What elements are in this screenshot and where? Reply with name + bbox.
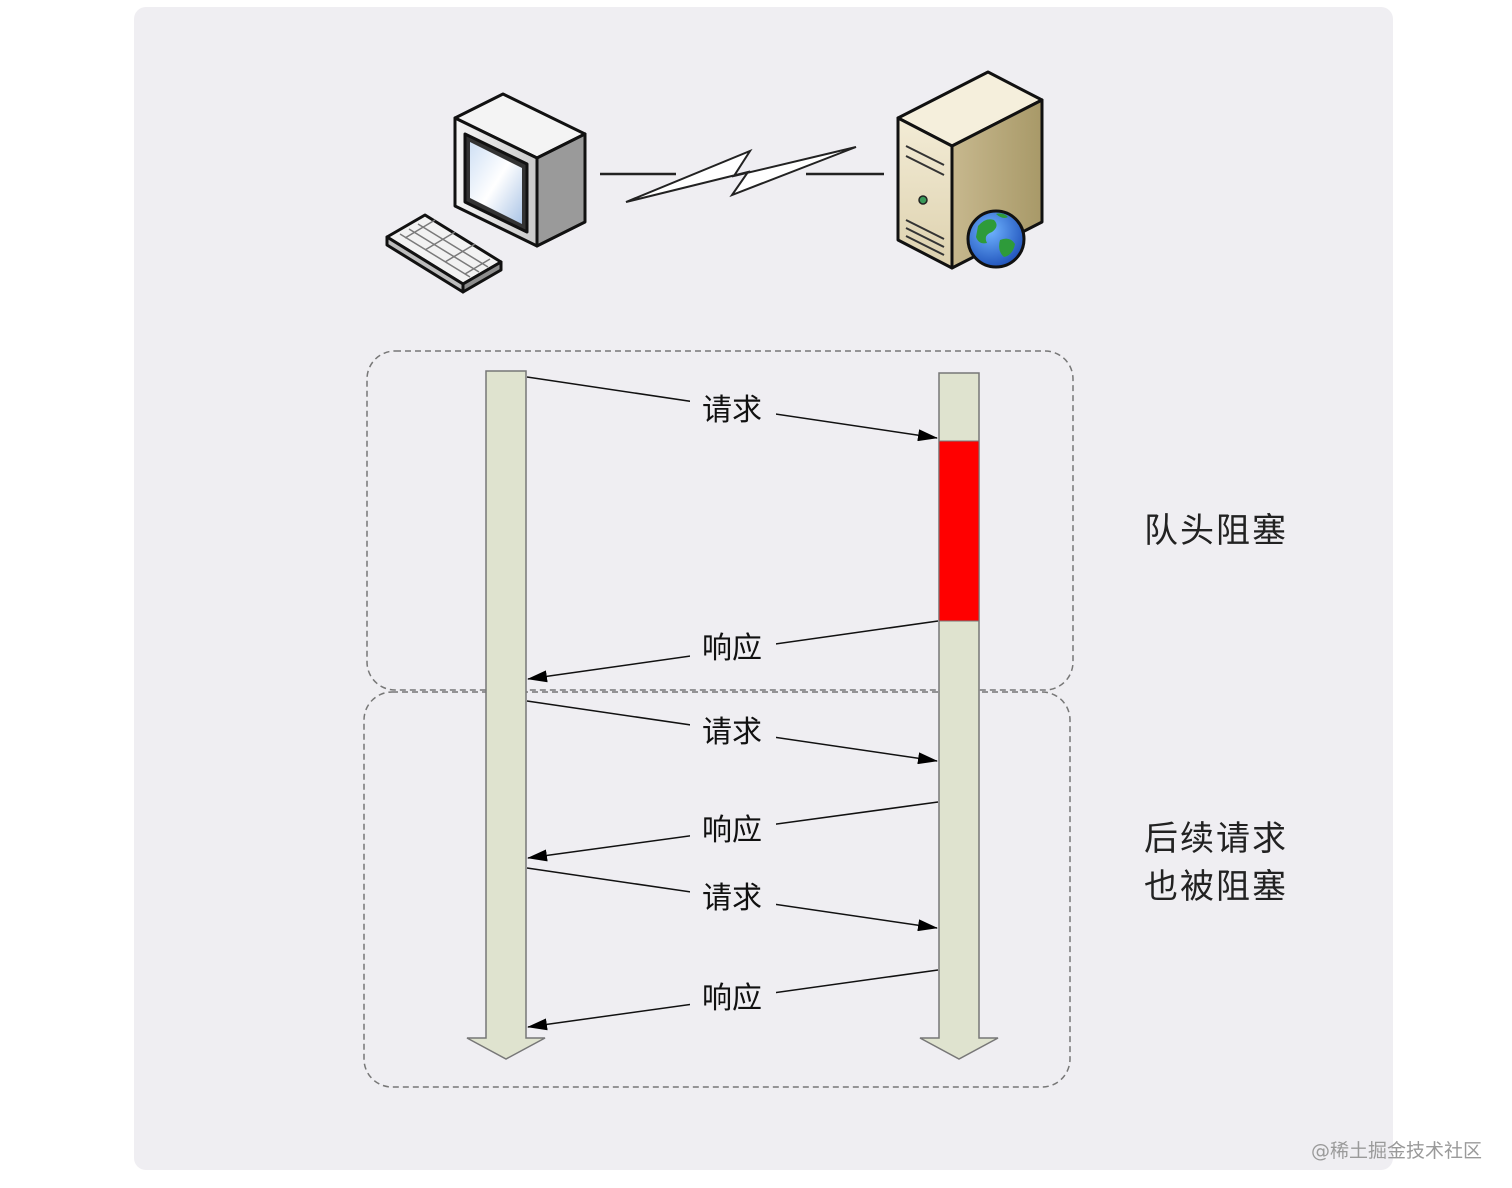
message-label-response: 响应 bbox=[702, 981, 762, 1016]
message-arrow-6: 响应 bbox=[527, 969, 939, 1031]
diagram-panel bbox=[134, 7, 1393, 1170]
message-label-response: 响应 bbox=[702, 813, 762, 848]
message-arrow-3: 请求 bbox=[526, 700, 938, 765]
message-label-request: 请求 bbox=[702, 393, 762, 428]
label-subsequent-requests-line1: 后续请求 bbox=[1144, 819, 1288, 859]
group-box-head-of-line bbox=[366, 350, 1074, 691]
message-label-request: 请求 bbox=[702, 881, 762, 916]
message-arrow-1: 请求 bbox=[526, 376, 938, 442]
message-arrow-5: 请求 bbox=[526, 867, 938, 932]
lightning-link-icon bbox=[600, 146, 884, 203]
message-arrow-4: 响应 bbox=[527, 801, 939, 862]
message-arrow-2: 响应 bbox=[527, 620, 939, 683]
watermark: @稀土掘金技术社区 bbox=[1310, 1140, 1482, 1162]
label-head-of-line-blocking: 队头阻塞 bbox=[1144, 511, 1288, 551]
blocked-processing-bar bbox=[938, 440, 980, 622]
client-lifeline bbox=[466, 370, 546, 1060]
message-label-response: 响应 bbox=[702, 631, 762, 666]
globe-icon bbox=[966, 209, 1026, 269]
computer-icon bbox=[385, 92, 587, 294]
group-box-subsequent bbox=[363, 691, 1071, 1088]
label-subsequent-requests-line2: 也被阻塞 bbox=[1144, 867, 1288, 907]
message-label-request: 请求 bbox=[702, 715, 762, 750]
